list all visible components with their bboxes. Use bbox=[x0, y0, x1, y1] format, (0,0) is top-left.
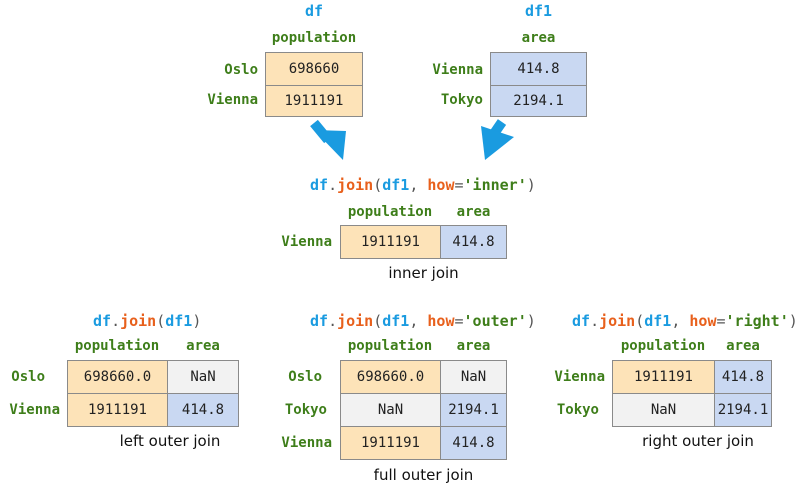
outer-header-area: area bbox=[456, 338, 491, 354]
code-open: ( bbox=[156, 312, 166, 330]
inner-cell-vienna-population: 1911191 bbox=[340, 225, 441, 259]
code-method: join bbox=[599, 312, 636, 330]
df-index-vienna: Vienna bbox=[207, 92, 258, 108]
df1-cell-tokyo-area: 2194.1 bbox=[490, 85, 587, 117]
left-cell-vienna-population: 1911191 bbox=[67, 393, 168, 427]
df1-index-tokyo: Tokyo bbox=[440, 92, 483, 108]
code-close: ) bbox=[526, 176, 536, 194]
inner-header-population: population bbox=[347, 204, 433, 220]
code-arg: df1 bbox=[382, 312, 410, 330]
code-dot: . bbox=[111, 312, 121, 330]
code-method: join bbox=[337, 176, 374, 194]
code-open: ( bbox=[635, 312, 645, 330]
outer-cell-vienna-population: 1911191 bbox=[340, 426, 441, 460]
outer-join-caption: full outer join bbox=[373, 466, 474, 484]
left-index-oslo: Oslo bbox=[11, 369, 45, 385]
left-join-caption: left outer join bbox=[119, 432, 221, 450]
left-join-code: df.join(df1) bbox=[93, 312, 201, 330]
code-open: ( bbox=[373, 176, 383, 194]
code-val: 'outer' bbox=[463, 312, 527, 330]
code-close: ) bbox=[788, 312, 798, 330]
code-val: 'right' bbox=[725, 312, 789, 330]
code-open: ( bbox=[373, 312, 383, 330]
df1-name: df1 bbox=[524, 2, 553, 20]
df1-cell-vienna-area: 414.8 bbox=[490, 52, 587, 86]
code-method: join bbox=[337, 312, 374, 330]
code-arg: df1 bbox=[165, 312, 193, 330]
code-kw: how bbox=[689, 312, 717, 330]
code-close: ) bbox=[526, 312, 536, 330]
code-eq: = bbox=[454, 176, 464, 194]
outer-cell-oslo-population: 698660.0 bbox=[340, 360, 441, 394]
df-column-header: population bbox=[271, 30, 357, 46]
code-dot: . bbox=[328, 312, 338, 330]
left-header-area: area bbox=[186, 338, 220, 354]
outer-join-code: df.join(df1, how='outer') bbox=[310, 312, 536, 330]
code-obj: df bbox=[310, 176, 329, 194]
outer-cell-tokyo-area: 2194.1 bbox=[440, 393, 507, 427]
code-obj: df bbox=[93, 312, 112, 330]
right-header-population: population bbox=[620, 338, 706, 354]
code-eq: = bbox=[716, 312, 726, 330]
code-dot: . bbox=[590, 312, 600, 330]
code-val: 'inner' bbox=[463, 176, 527, 194]
code-kw: how bbox=[427, 176, 455, 194]
code-comma: , bbox=[409, 176, 428, 194]
inner-header-area: area bbox=[456, 204, 491, 220]
left-index-vienna: Vienna bbox=[9, 402, 60, 418]
right-join-caption: right outer join bbox=[642, 432, 754, 450]
right-arrow-icon bbox=[481, 119, 514, 160]
inner-join-caption: inner join bbox=[388, 264, 459, 282]
code-arg: df1 bbox=[644, 312, 672, 330]
df1-index-vienna: Vienna bbox=[432, 62, 483, 78]
code-method: join bbox=[120, 312, 157, 330]
right-cell-tokyo-area: 2194.1 bbox=[714, 393, 772, 427]
df-name: df bbox=[304, 2, 324, 20]
df-cell-oslo-population: 698660 bbox=[265, 52, 363, 86]
left-cell-oslo-population: 698660.0 bbox=[67, 360, 168, 394]
outer-header-population: population bbox=[347, 338, 433, 354]
right-index-vienna: Vienna bbox=[554, 369, 605, 385]
left-cell-vienna-area: 414.8 bbox=[167, 393, 239, 427]
left-arrow-icon bbox=[310, 119, 346, 160]
df-index-oslo: Oslo bbox=[224, 62, 258, 78]
df1-column-header: area bbox=[521, 30, 556, 46]
code-eq: = bbox=[454, 312, 464, 330]
code-comma: , bbox=[671, 312, 690, 330]
code-obj: df bbox=[310, 312, 329, 330]
inner-join-code: df.join(df1, how='inner') bbox=[310, 176, 536, 194]
right-index-tokyo: Tokyo bbox=[556, 402, 599, 418]
outer-cell-oslo-area: NaN bbox=[440, 360, 507, 394]
code-kw: how bbox=[427, 312, 455, 330]
left-header-population: population bbox=[74, 338, 160, 354]
df-cell-vienna-population: 1911191 bbox=[265, 85, 363, 117]
outer-index-oslo: Oslo bbox=[288, 369, 322, 385]
outer-index-vienna: Vienna bbox=[281, 435, 332, 451]
arrows bbox=[310, 119, 514, 160]
right-header-area: area bbox=[726, 338, 760, 354]
left-cell-oslo-area: NaN bbox=[167, 360, 239, 394]
code-comma: , bbox=[409, 312, 428, 330]
right-cell-tokyo-population: NaN bbox=[612, 393, 715, 427]
inner-index-vienna: Vienna bbox=[281, 234, 332, 250]
code-arg: df1 bbox=[382, 176, 410, 194]
right-cell-vienna-area: 414.8 bbox=[714, 360, 772, 394]
outer-index-tokyo: Tokyo bbox=[284, 402, 327, 418]
right-join-code: df.join(df1, how='right') bbox=[572, 312, 798, 330]
right-cell-vienna-population: 1911191 bbox=[612, 360, 715, 394]
code-close: ) bbox=[192, 312, 202, 330]
outer-cell-vienna-area: 414.8 bbox=[440, 426, 507, 460]
inner-cell-vienna-area: 414.8 bbox=[440, 225, 507, 259]
outer-cell-tokyo-population: NaN bbox=[340, 393, 441, 427]
code-dot: . bbox=[328, 176, 338, 194]
code-obj: df bbox=[572, 312, 591, 330]
